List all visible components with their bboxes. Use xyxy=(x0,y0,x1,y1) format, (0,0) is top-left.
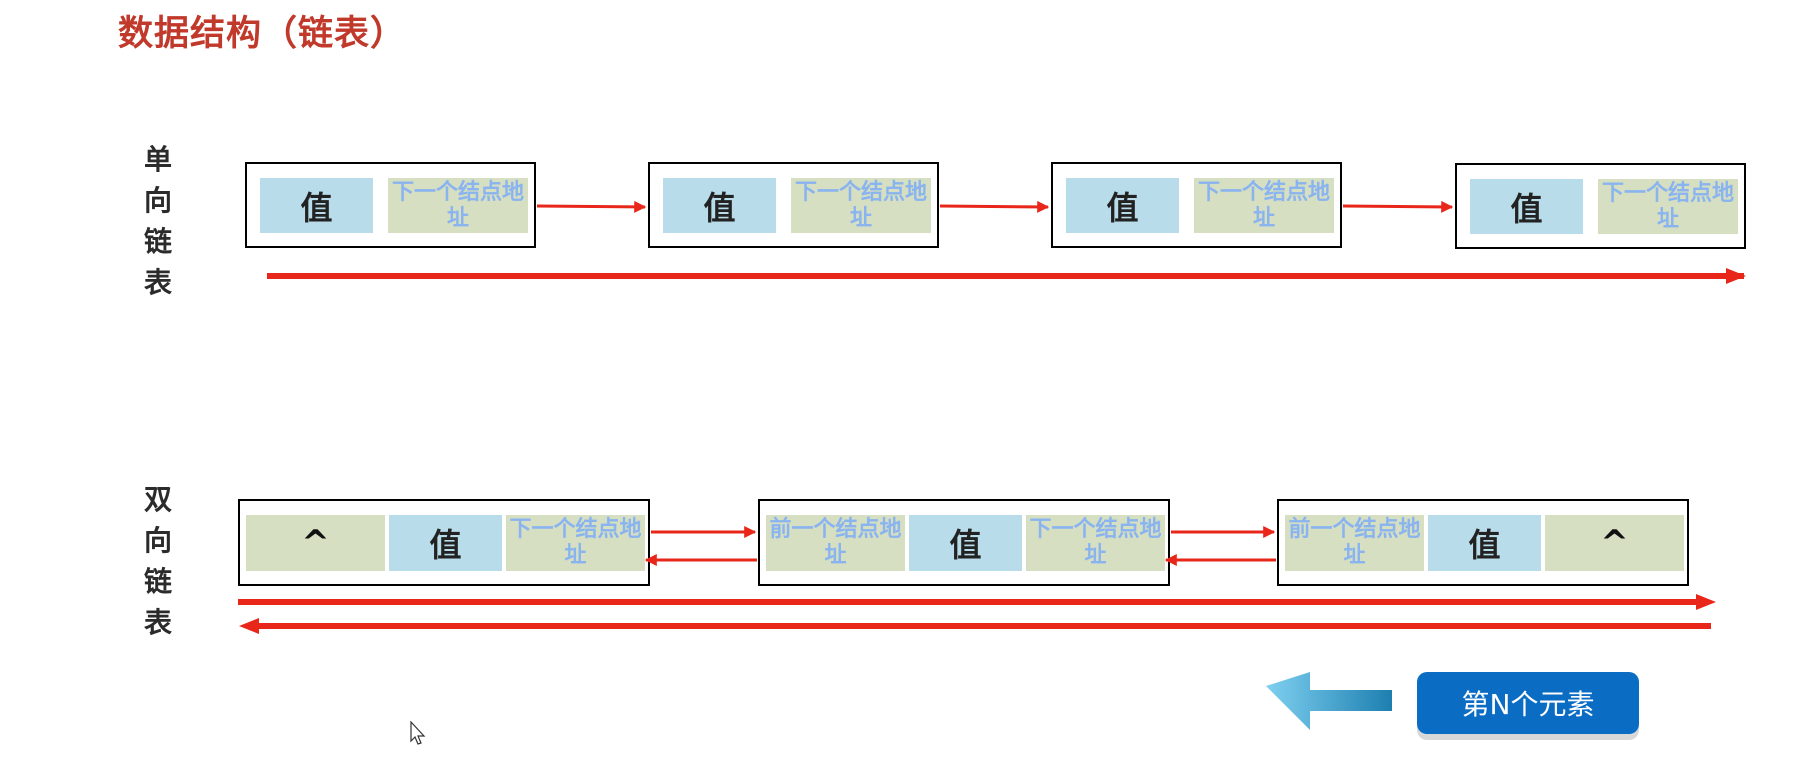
singly-label-char: 向 xyxy=(143,184,172,217)
next-pointer-cell: 下一个结点地址 xyxy=(1194,178,1334,233)
nth-element-button[interactable]: 第N个元素 xyxy=(1417,672,1639,734)
singly-list-label: 单 向 链 表 xyxy=(136,139,180,303)
next-pointer-cell: 下一个结点地址 xyxy=(1598,179,1738,234)
next-pointer-cell: 下一个结点地址 xyxy=(1026,515,1165,571)
doubly-label-char: 向 xyxy=(143,524,172,557)
singly-label-char: 单 xyxy=(143,143,172,176)
singly-node-3: 值 下一个结点地址 xyxy=(1051,162,1342,248)
next-pointer-cell: 下一个结点地址 xyxy=(506,515,645,571)
mouse-pointer-icon xyxy=(410,720,426,745)
singly-link-arrow xyxy=(536,200,647,213)
doubly-node-3: 前一个结点地址 值 ^ xyxy=(1277,499,1689,586)
prev-pointer-cell: 前一个结点地址 xyxy=(1285,515,1424,571)
singly-label-char: 链 xyxy=(143,225,172,258)
doubly-forward-traversal-arrowhead xyxy=(1696,594,1716,610)
next-pointer-cell: 下一个结点地址 xyxy=(791,178,931,233)
doubly-label-char: 双 xyxy=(143,483,172,516)
prev-pointer-cell: 前一个结点地址 xyxy=(766,515,905,571)
value-cell: 值 xyxy=(909,515,1022,571)
singly-link-arrow xyxy=(1342,200,1454,213)
page-title: 数据结构（链表） xyxy=(118,14,407,54)
singly-node-1: 值 下一个结点地址 xyxy=(245,162,536,248)
value-cell: 值 xyxy=(1470,179,1583,234)
value-cell: 值 xyxy=(1428,515,1541,571)
doubly-label-char: 链 xyxy=(143,565,172,598)
value-cell: 值 xyxy=(1066,178,1179,233)
doubly-backward-traversal-arrowhead xyxy=(239,618,259,634)
singly-traversal-arrowhead xyxy=(1726,268,1746,284)
next-pointer-cell: 下一个结点地址 xyxy=(388,178,528,233)
next-null-cell: ^ xyxy=(1545,515,1684,571)
doubly-node-2: 前一个结点地址 值 下一个结点地址 xyxy=(758,499,1170,586)
doubly-list-label: 双 向 链 表 xyxy=(136,479,180,643)
singly-node-2: 值 下一个结点地址 xyxy=(648,162,939,248)
singly-label-char: 表 xyxy=(143,266,172,299)
singly-node-4: 值 下一个结点地址 xyxy=(1455,163,1746,249)
left-arrow-icon[interactable] xyxy=(1266,672,1392,730)
doubly-label-char: 表 xyxy=(143,606,172,639)
value-cell: 值 xyxy=(260,178,373,233)
value-cell: 值 xyxy=(663,178,776,233)
doubly-node-1: ^ 值 下一个结点地址 xyxy=(238,499,650,586)
value-cell: 值 xyxy=(389,515,502,571)
prev-null-cell: ^ xyxy=(246,515,385,571)
singly-link-arrow xyxy=(939,200,1050,213)
